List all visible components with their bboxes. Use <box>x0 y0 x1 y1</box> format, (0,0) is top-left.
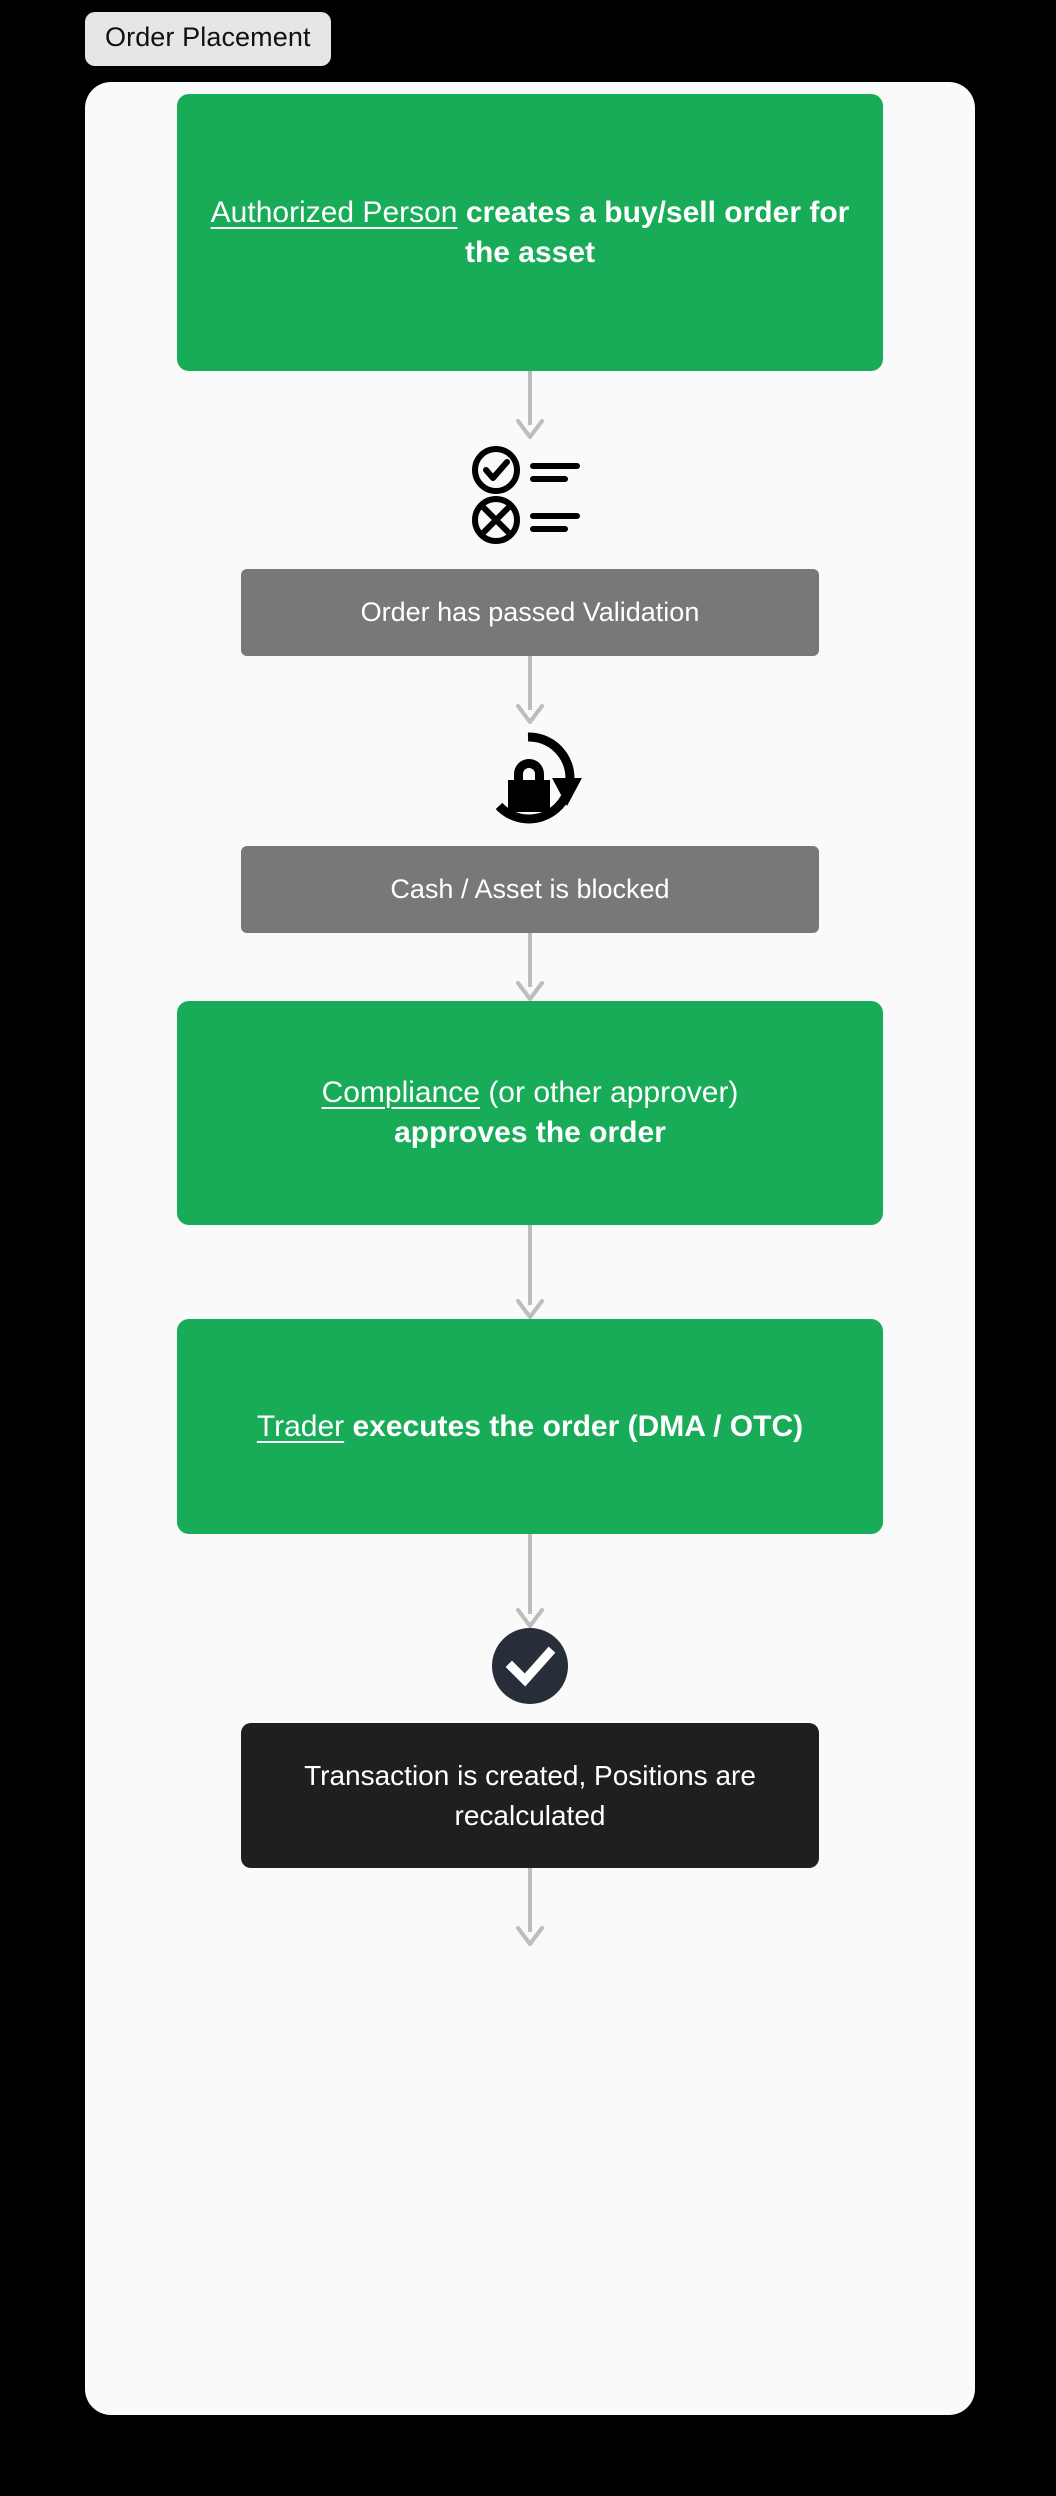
arrow-connector-1 <box>513 371 547 439</box>
arrow-down-icon <box>516 933 544 1001</box>
arrow-down-icon <box>516 1868 544 1946</box>
diagram-title-badge: Order Placement <box>85 12 331 66</box>
success-check <box>492 1628 568 1704</box>
node-order-created-lead: Authorized Person <box>210 195 458 229</box>
node-order-created[interactable]: Authorized Person creates a buy/sell ord… <box>177 94 883 371</box>
arrow-connector-2 <box>513 656 547 724</box>
validation-checklist <box>468 439 593 551</box>
arrow-connector-4 <box>513 1225 547 1319</box>
lock-refresh <box>478 724 582 832</box>
node-cash-blocked[interactable]: Cash / Asset is blocked <box>241 846 819 933</box>
node-compliance-approves[interactable]: Compliance (or other approver) approves … <box>177 1001 883 1225</box>
node-order-validated-text: Order has passed Validation <box>360 596 700 627</box>
lock-refresh-icon <box>495 732 582 824</box>
node-transaction-created-text: Transaction is created, Positions are re… <box>304 1759 756 1831</box>
node-trader-executes-lead: Trader <box>256 1409 345 1443</box>
check-circle-filled-icon <box>492 1628 568 1704</box>
arrow-down-icon <box>516 1534 544 1628</box>
node-order-created-rest: creates a buy/sell order for the asset <box>457 195 850 269</box>
validation-checklist-icon <box>471 446 580 544</box>
node-compliance-approves-text: Compliance (or other approver) approves … <box>322 1073 739 1153</box>
arrow-down-icon <box>516 371 544 439</box>
flow-card: Authorized Person creates a buy/sell ord… <box>85 82 975 2415</box>
arrow-connector-3 <box>513 933 547 1001</box>
node-compliance-approves-rest: (or other approver) <box>479 1076 739 1110</box>
flow-container: Authorized Person creates a buy/sell ord… <box>85 82 975 2415</box>
node-transaction-created[interactable]: Transaction is created, Positions are re… <box>241 1723 819 1868</box>
node-order-validated[interactable]: Order has passed Validation <box>241 569 819 656</box>
arrow-down-icon <box>516 1225 544 1319</box>
arrow-connector-6 <box>513 1868 547 1946</box>
node-order-created-text: Authorized Person creates a buy/sell ord… <box>205 193 855 273</box>
node-cash-blocked-text: Cash / Asset is blocked <box>390 873 670 904</box>
arrow-down-icon <box>516 656 544 724</box>
node-compliance-approves-lead: Compliance <box>321 1076 480 1110</box>
node-trader-executes-rest: executes the order (DMA / OTC) <box>344 1409 804 1443</box>
arrow-connector-5 <box>513 1534 547 1628</box>
node-trader-executes[interactable]: Trader executes the order (DMA / OTC) <box>177 1319 883 1534</box>
node-compliance-approves-line2: approves the order <box>394 1116 666 1149</box>
node-trader-executes-text: Trader executes the order (DMA / OTC) <box>257 1407 803 1447</box>
